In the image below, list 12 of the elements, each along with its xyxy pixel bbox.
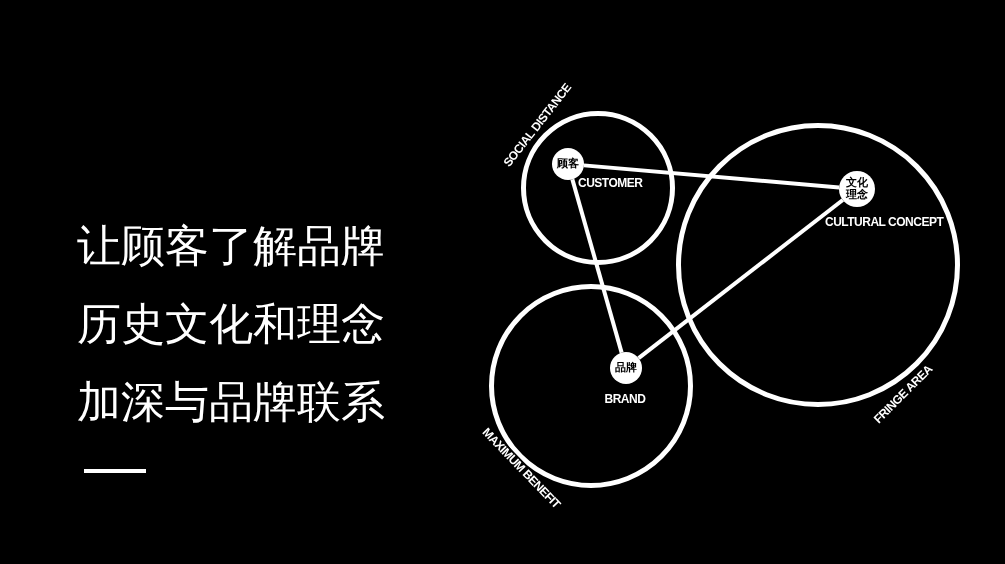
node-circle bbox=[610, 352, 642, 384]
heading: 让顾客了解品牌历史文化和理念加深与品牌联系 bbox=[77, 219, 386, 429]
node-label: 品牌 bbox=[615, 362, 637, 374]
node-label: CUSTOMER bbox=[577, 176, 644, 190]
connector-line bbox=[637, 198, 844, 360]
connector-line bbox=[583, 163, 840, 190]
connector-line bbox=[570, 178, 624, 354]
node-circle bbox=[839, 171, 875, 207]
node-label: 文化理念 bbox=[845, 177, 869, 201]
node-label: BRAND bbox=[603, 392, 647, 406]
node-label: CULTURAL CONCEPT bbox=[824, 215, 945, 229]
node-circle bbox=[552, 148, 584, 180]
